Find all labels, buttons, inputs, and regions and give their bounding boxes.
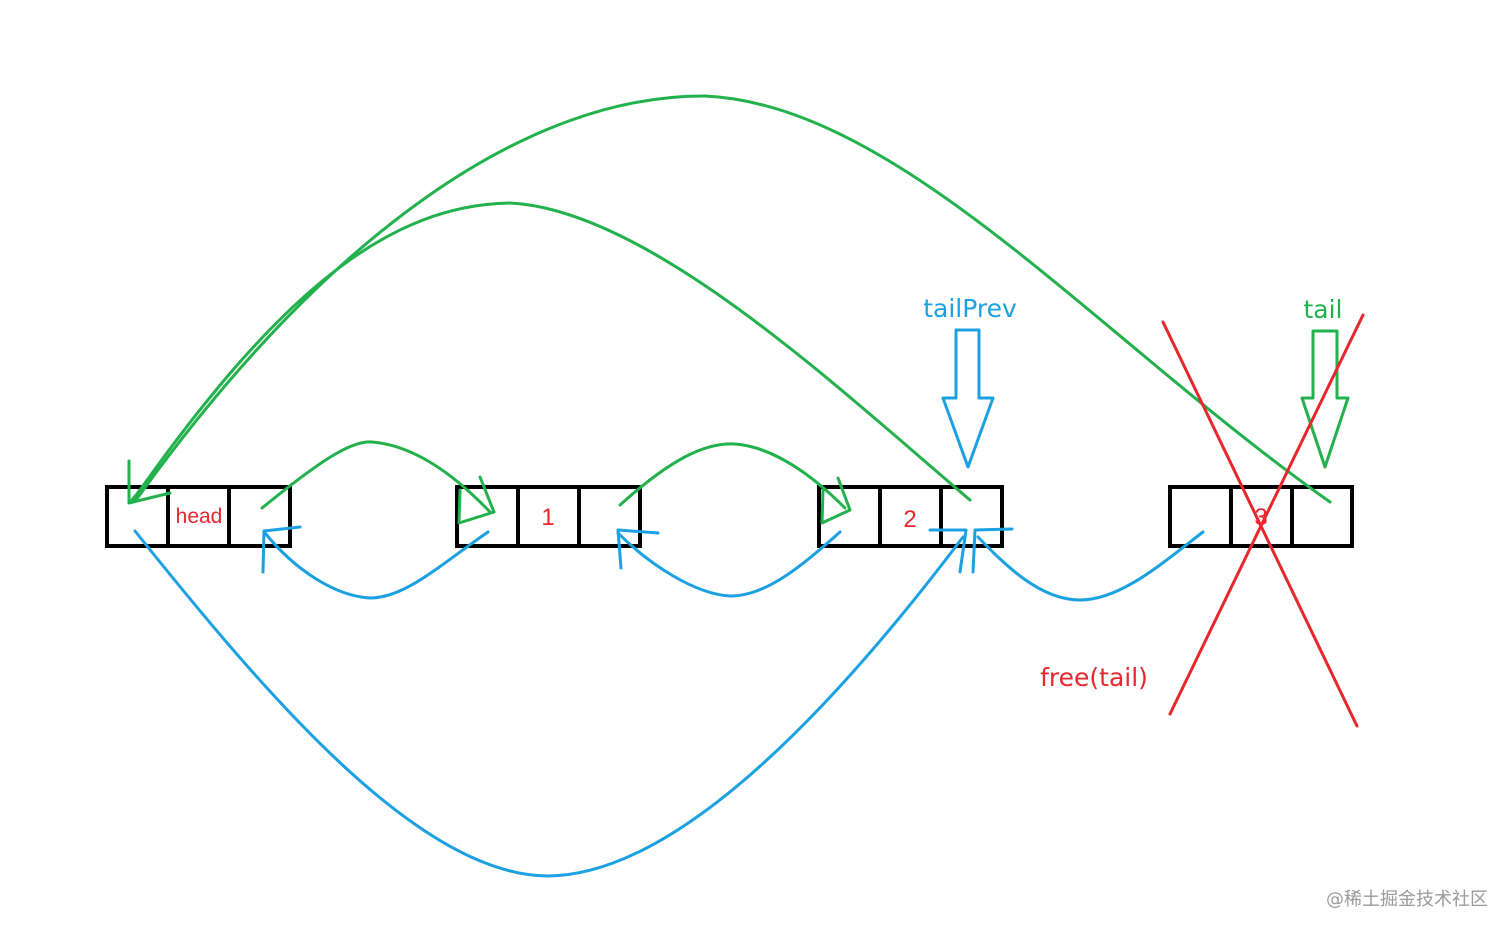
node-1-label: 1 (541, 504, 554, 531)
cross-stroke-1 (1161, 320, 1359, 728)
watermark: @稀土掘金技术社区 (1326, 889, 1488, 910)
prev-link-1-to-head (263, 530, 490, 600)
prev-link-2-to-1 (616, 530, 842, 598)
prev-arrowhead-2b (971, 527, 1014, 574)
prev-arrowhead-2a (928, 528, 968, 574)
cross-stroke-2 (1168, 313, 1365, 716)
node-2-label: 2 (903, 506, 916, 533)
prev-arrowhead-head (261, 525, 302, 574)
node-2-box (817, 485, 1004, 548)
node-3-label: 3 (1254, 504, 1267, 531)
prev-arrowhead-1 (616, 528, 660, 570)
next-link-1-to-2 (618, 442, 847, 510)
tail-prev-arrow-icon (941, 328, 995, 469)
next-link-3-to-head (134, 94, 1332, 504)
next-arrowhead-head (127, 459, 172, 505)
prev-link-3-to-2 (976, 530, 1205, 602)
tail-prev-pointer: tailPrev (923, 294, 1017, 469)
node-2: 2 (817, 485, 1004, 548)
node-head-box (105, 485, 292, 548)
node-head: head (105, 485, 292, 548)
node-head-label: head (176, 505, 223, 528)
next-arrowhead-head-shaft (130, 464, 162, 502)
prev-links (133, 525, 1205, 878)
next-arrowhead-2 (820, 476, 852, 525)
free-tail-label: free(tail) (1040, 663, 1148, 692)
node-1: 1 (455, 485, 642, 548)
next-link-2-to-head (131, 201, 972, 502)
prev-link-head-to-2 (133, 529, 965, 878)
node-3-box (1168, 485, 1354, 548)
tail-prev-label: tailPrev (923, 294, 1017, 323)
node-3: 3 (1168, 485, 1354, 548)
next-link-head-to-1 (260, 440, 492, 514)
next-arrowhead-1 (457, 475, 496, 525)
node-1-box (455, 485, 642, 548)
tail-pointer: tail (1300, 295, 1350, 469)
tail-arrow-icon (1300, 329, 1350, 469)
next-links (127, 94, 1332, 525)
deleted-cross-icon (1161, 313, 1365, 728)
tail-label: tail (1303, 295, 1342, 324)
